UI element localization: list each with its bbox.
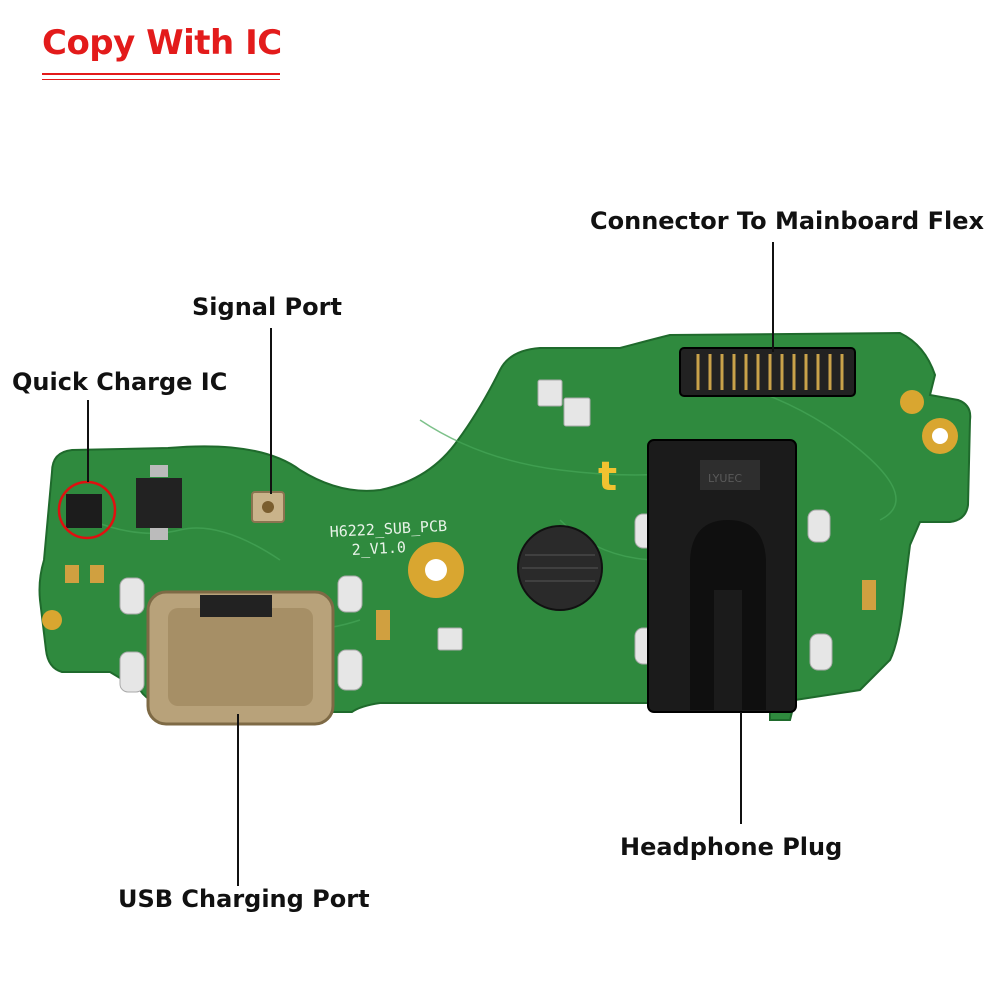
quick-charge-leader <box>87 400 89 482</box>
quick-charge-label: Quick Charge IC <box>12 368 228 396</box>
board-logo: t <box>598 454 617 500</box>
quick-charge-chip <box>66 494 102 528</box>
signal-port-label: Signal Port <box>192 293 342 321</box>
mainboard-connector <box>679 347 856 397</box>
silkscreen-line2: 2_V1.0 <box>351 538 406 559</box>
title-underline <box>42 73 280 75</box>
title-underline-second <box>42 79 280 80</box>
usb-port-leader <box>237 714 239 886</box>
jack-marking: LYUEC <box>708 472 742 485</box>
page-title: Copy With IC <box>42 23 282 63</box>
headphone-leader <box>740 712 742 824</box>
signal-port-leader <box>270 328 272 494</box>
connector-label: Connector To Mainboard Flex <box>590 207 984 235</box>
usb-port-label: USB Charging Port <box>118 885 370 913</box>
headphone-label: Headphone Plug <box>620 833 843 861</box>
quick-charge-ring <box>57 480 117 540</box>
connector-leader <box>772 242 774 352</box>
power-chip <box>136 478 182 528</box>
